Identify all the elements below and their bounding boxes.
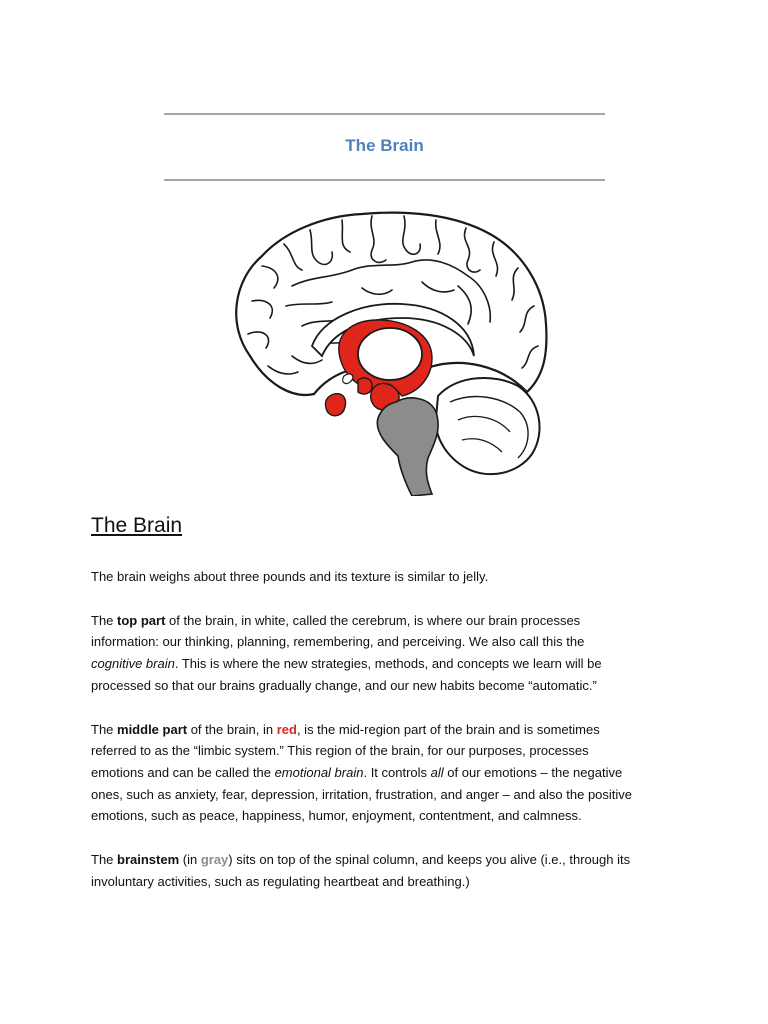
page-title: The Brain bbox=[345, 136, 424, 155]
title-rule-bottom bbox=[164, 179, 605, 181]
paragraph-top-part: The top part of the brain, in white, cal… bbox=[91, 612, 602, 693]
brain-diagram-icon bbox=[235, 211, 548, 496]
paragraph-brainstem: The brainstem (in gray) sits on top of t… bbox=[91, 852, 631, 889]
paragraph-middle-part: The middle part of the brain, in red, is… bbox=[91, 721, 633, 824]
paragraph-intro: The brain weighs about three pounds and … bbox=[91, 569, 489, 584]
title-rule-top bbox=[164, 113, 605, 115]
brainstem bbox=[376, 397, 439, 496]
cerebellum bbox=[434, 377, 541, 476]
thalamus bbox=[357, 327, 423, 381]
body-text: The brain weighs about three pounds and … bbox=[91, 566, 691, 914]
section-heading: The Brain bbox=[91, 514, 183, 537]
